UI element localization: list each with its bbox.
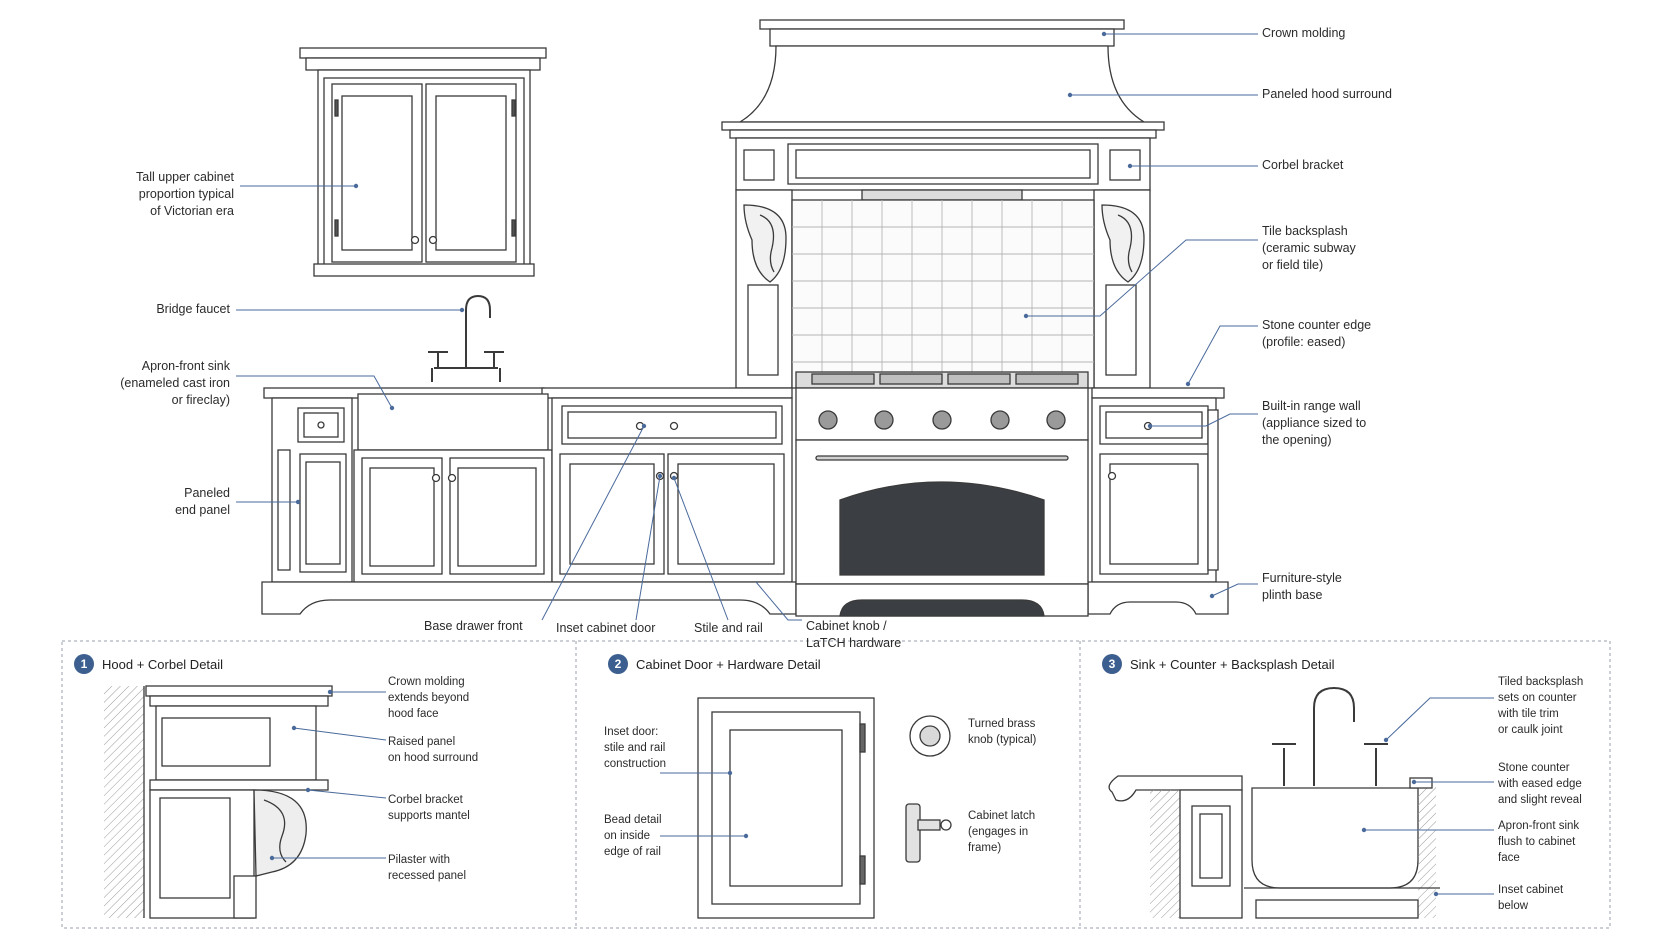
- label-knob-latch: Cabinet knob / LaTCH hardware: [806, 619, 902, 650]
- label-crown-molding: Crown molding: [1262, 26, 1346, 40]
- label-tile-backsplash: Tile backsplash (ceramic subway or field…: [1262, 224, 1356, 272]
- panel1-label-raised-panel: Raised panel on hood surround: [388, 736, 479, 764]
- tile-backsplash: [791, 199, 1095, 389]
- panel3-label-stone-counter: Stone counter with eased edge and slight…: [1498, 762, 1582, 806]
- panel2-label-bead-detail: Bead detail on inside edge of rail: [604, 814, 662, 858]
- detail-panel-frames: [61, 640, 1611, 929]
- panel1-label-crown: Crown molding extends beyond hood face: [388, 676, 470, 720]
- label-apron-sink: Apron-front sink (enameled cast iron or …: [120, 359, 230, 407]
- panel1-label-corbel: Corbel bracket supports mantel: [388, 794, 470, 822]
- panel3-label-inset-cabinet: Inset cabinet below: [1498, 884, 1564, 912]
- label-plinth-base: Furniture-style plinth base: [1262, 571, 1342, 602]
- panel1-label-pilaster: Pilaster with recessed panel: [388, 854, 466, 882]
- panel2-title: 2 Cabinet Door + Hardware Detail: [608, 654, 821, 674]
- panel2-label-knob: Turned brass knob (typical): [968, 718, 1037, 746]
- label-stile-rail: Stile and rail: [694, 621, 763, 635]
- upper-cabinet: [299, 47, 547, 277]
- panel3-title: 3 Sink + Counter + Backsplash Detail: [1102, 654, 1335, 674]
- panel3-drawing: [1108, 686, 1440, 919]
- range-hood: [721, 19, 1165, 389]
- label-bridge-faucet: Bridge faucet: [156, 302, 230, 316]
- label-upper-cabinet: Tall upper cabinet proportion typical of…: [136, 170, 234, 218]
- panel2-drawing: [697, 697, 952, 919]
- panel3-number: 3: [1102, 654, 1122, 674]
- bridge-faucet: [428, 294, 504, 382]
- label-counter-edge: Stone counter edge (profile: eased): [1262, 318, 1372, 349]
- panel2-number: 2: [608, 654, 628, 674]
- label-end-panel: Paneled end panel: [175, 486, 230, 517]
- panel1-title: 1 Hood + Corbel Detail: [74, 654, 223, 674]
- leader-dots: [269, 31, 1439, 897]
- label-inset-door: Inset cabinet door: [556, 621, 656, 635]
- base-run: [261, 387, 1229, 615]
- panel3-label-tiled-backsplash: Tiled backsplash sets on counter with ti…: [1498, 676, 1584, 736]
- panel1-number: 1: [74, 654, 94, 674]
- label-corbel-bracket: Corbel bracket: [1262, 158, 1344, 172]
- panel3-title-text: Sink + Counter + Backsplash Detail: [1130, 656, 1335, 672]
- leader-lines: [236, 33, 1494, 895]
- label-range-wall: Built-in range wall (appliance sized to …: [1262, 399, 1367, 447]
- panel3-label-apron-sink: Apron-front sink flush to cabinet face: [1498, 820, 1580, 864]
- panel1-drawing: [104, 685, 333, 919]
- panel1-title-text: Hood + Corbel Detail: [102, 656, 224, 672]
- panel2-title-text: Cabinet Door + Hardware Detail: [636, 656, 821, 672]
- label-hood-surround: Paneled hood surround: [1262, 87, 1392, 101]
- range-stove: [795, 371, 1089, 617]
- panel2-label-latch: Cabinet latch (engages in frame): [968, 810, 1036, 854]
- label-drawer-front: Base drawer front: [424, 619, 523, 633]
- panel2-label-inset-door: Inset door: stile and rail construction: [604, 726, 667, 770]
